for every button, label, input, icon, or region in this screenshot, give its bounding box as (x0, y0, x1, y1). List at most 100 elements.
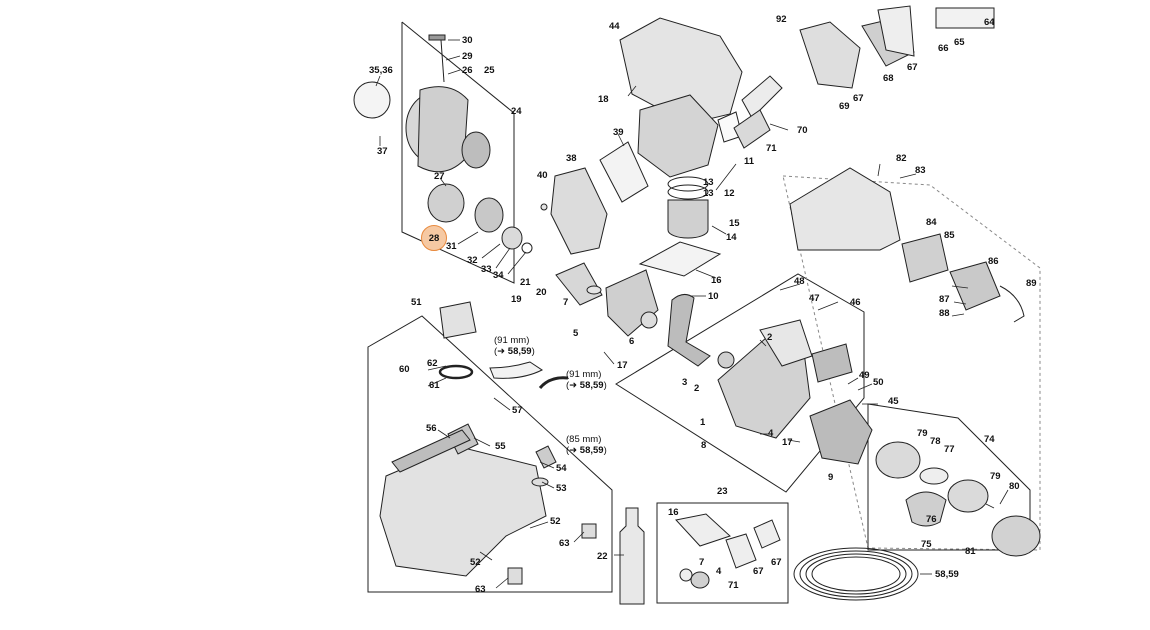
callout-29[interactable]: 29 (462, 51, 473, 62)
callout-63a[interactable]: 63 (559, 538, 570, 549)
callout-20[interactable]: 20 (536, 287, 547, 298)
callout-67b[interactable]: 67 (853, 93, 864, 104)
callout-21[interactable]: 21 (520, 277, 531, 288)
callout-14[interactable]: 14 (726, 232, 737, 243)
callout-68[interactable]: 68 (883, 73, 894, 84)
callout-78[interactable]: 78 (930, 436, 941, 447)
callout-4b[interactable]: 4 (716, 566, 722, 577)
callout-89[interactable]: 89 (1026, 278, 1037, 289)
callout-34[interactable]: 34 (493, 270, 504, 281)
callout-24[interactable]: 24 (511, 106, 522, 117)
callout-86[interactable]: 86 (988, 256, 999, 267)
callout-18[interactable]: 18 (598, 94, 609, 105)
callout-45[interactable]: 45 (888, 396, 899, 407)
arrow-icon: ➜ (569, 445, 578, 456)
callout-13a[interactable]: 13 (703, 177, 714, 188)
callout-61[interactable]: 61 (429, 380, 440, 391)
callout-46[interactable]: 46 (850, 297, 861, 308)
callout-7[interactable]: 7 (563, 297, 569, 308)
callout-22[interactable]: 22 (597, 551, 608, 562)
callout-12[interactable]: 12 (724, 188, 735, 199)
callout-76[interactable]: 76 (926, 514, 937, 525)
callout-83[interactable]: 83 (915, 165, 926, 176)
callout-31[interactable]: 31 (446, 241, 457, 252)
callout-66[interactable]: 66 (938, 43, 949, 54)
callout-8[interactable]: 8 (701, 440, 707, 451)
callout-79b[interactable]: 79 (990, 471, 1001, 482)
callout-80[interactable]: 80 (1009, 481, 1020, 492)
callout-40[interactable]: 40 (537, 170, 548, 181)
callout-39[interactable]: 39 (613, 127, 624, 138)
callout-67d[interactable]: 67 (771, 557, 782, 568)
callout-67c[interactable]: 67 (753, 566, 764, 577)
callout-30[interactable]: 30 (462, 35, 473, 46)
callout-44[interactable]: 44 (609, 21, 620, 32)
hose-1-length: (91 mm) (494, 335, 530, 346)
callout-48[interactable]: 48 (794, 276, 805, 287)
callout-47[interactable]: 47 (809, 293, 820, 304)
callout-58-59[interactable]: 58,59 (935, 569, 959, 580)
callout-74[interactable]: 74 (984, 434, 995, 445)
callout-71[interactable]: 71 (766, 143, 777, 154)
callout-13b[interactable]: 13 (703, 188, 714, 199)
callout-25[interactable]: 25 (484, 65, 495, 76)
callout-1[interactable]: 1 (700, 417, 706, 428)
callout-27[interactable]: 27 (434, 171, 445, 182)
callout-56[interactable]: 56 (426, 423, 437, 434)
callout-84[interactable]: 84 (926, 217, 937, 228)
callout-87[interactable]: 87 (939, 294, 950, 305)
callout-19[interactable]: 19 (511, 294, 522, 305)
callout-70[interactable]: 70 (797, 125, 808, 136)
callout-35-36[interactable]: 35,36 (369, 65, 393, 76)
callout-16b[interactable]: 16 (668, 507, 679, 518)
callout-69[interactable]: 69 (839, 101, 850, 112)
callout-92[interactable]: 92 (776, 14, 787, 25)
callout-63b[interactable]: 63 (475, 584, 486, 595)
callout-17a[interactable]: 17 (617, 360, 628, 371)
callout-16[interactable]: 16 (711, 275, 722, 286)
callout-64[interactable]: 64 (984, 17, 995, 28)
callout-79a[interactable]: 79 (917, 428, 928, 439)
callout-37[interactable]: 37 (377, 146, 388, 157)
callout-50[interactable]: 50 (873, 377, 884, 388)
highlighted-callout-28[interactable]: 28 (421, 225, 447, 251)
callout-65[interactable]: 65 (954, 37, 965, 48)
callout-75[interactable]: 75 (921, 539, 932, 550)
callout-9[interactable]: 9 (828, 472, 834, 483)
callout-52a[interactable]: 52 (550, 516, 561, 527)
callout-60[interactable]: 60 (399, 364, 410, 375)
callout-62[interactable]: 62 (427, 358, 438, 369)
callout-49[interactable]: 49 (859, 370, 870, 381)
callout-2a[interactable]: 2 (767, 332, 773, 343)
callout-88[interactable]: 88 (939, 308, 950, 319)
callout-11[interactable]: 11 (744, 156, 755, 167)
callout-54[interactable]: 54 (556, 463, 567, 474)
callout-33[interactable]: 33 (481, 264, 492, 275)
callout-38[interactable]: 38 (566, 153, 577, 164)
callout-52b[interactable]: 52 (470, 557, 481, 568)
callout-81[interactable]: 81 (965, 546, 976, 557)
callout-5[interactable]: 5 (573, 328, 579, 339)
callout-17b[interactable]: 17 (782, 437, 793, 448)
callout-32[interactable]: 32 (467, 255, 478, 266)
callout-26[interactable]: 26 (462, 65, 473, 76)
callout-77[interactable]: 77 (944, 444, 955, 455)
callout-71b[interactable]: 71 (728, 580, 739, 591)
callout-7b[interactable]: 7 (699, 557, 705, 568)
callout-51[interactable]: 51 (411, 297, 422, 308)
callout-23[interactable]: 23 (717, 486, 728, 497)
arrow-icon: ➜ (497, 346, 506, 357)
callout-57[interactable]: 57 (512, 405, 523, 416)
callout-85[interactable]: 85 (944, 230, 955, 241)
callout-67a[interactable]: 67 (907, 62, 918, 73)
callout-82[interactable]: 82 (896, 153, 907, 164)
callout-6[interactable]: 6 (629, 336, 635, 347)
callout-53[interactable]: 53 (556, 483, 567, 494)
callout-4[interactable]: 4 (768, 428, 774, 439)
callout-2b[interactable]: 2 (694, 383, 700, 394)
callout-10[interactable]: 10 (708, 291, 719, 302)
callout-3[interactable]: 3 (682, 377, 688, 388)
callout-55[interactable]: 55 (495, 441, 506, 452)
callout-15[interactable]: 15 (729, 218, 740, 229)
